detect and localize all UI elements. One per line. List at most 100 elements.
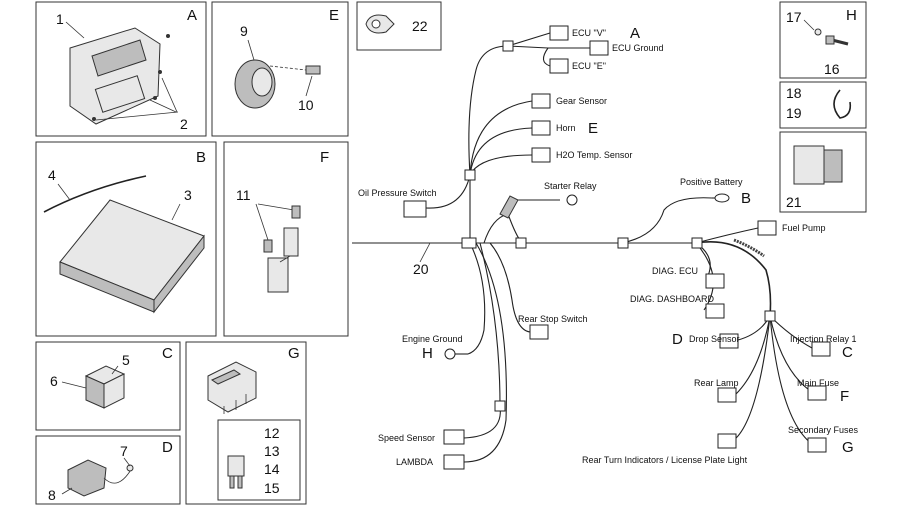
connector-oil-pressure: Oil Pressure Switch — [358, 188, 437, 218]
panel-18-19: 18 19 — [779, 81, 867, 129]
ground-washer-illustration — [365, 14, 395, 34]
svg-text:Rear Stop Switch: Rear Stop Switch — [518, 314, 588, 324]
connector-fuel-pump: Fuel Pump — [757, 220, 826, 236]
connector-lambda: LAMBDA — [396, 454, 465, 470]
callout-17: 17 — [786, 9, 802, 25]
connector-ecu-e: ECU "E" — [549, 58, 606, 74]
callout-16: 16 — [824, 61, 840, 77]
panel-g-letter: G — [288, 345, 300, 362]
harness-wires — [352, 32, 813, 463]
ref-horn: E — [588, 120, 598, 137]
connector-starter-relay: Starter Relay — [499, 181, 597, 219]
svg-text:ECU Ground: ECU Ground — [612, 43, 664, 53]
fuse-box-illustration — [207, 361, 257, 414]
panel-22: 22 — [356, 1, 442, 51]
relay-illustration — [61, 365, 126, 409]
panel-b-letter: B — [196, 149, 206, 166]
svg-text:Fuel Pump: Fuel Pump — [782, 223, 826, 233]
panel-h-letter: H — [846, 7, 857, 24]
svg-text:ECU "E": ECU "E" — [572, 61, 606, 71]
ref-positive-battery: B — [741, 190, 751, 207]
connector-rear-lamp: Rear Lamp — [694, 378, 739, 403]
panel-d: D 7 8 — [35, 435, 181, 505]
horn-illustration — [234, 39, 321, 109]
callout-19: 19 — [786, 105, 802, 121]
ref-ecu: A — [630, 25, 640, 42]
svg-text:Positive Battery: Positive Battery — [680, 177, 743, 187]
connector-rear-turn-indicators: Rear Turn Indicators / License Plate Lig… — [582, 433, 748, 465]
ref-engine-ground: H — [422, 345, 433, 362]
callout-5: 5 — [122, 352, 130, 368]
panel-g: G 12 13 14 15 — [185, 341, 307, 505]
callout-12: 12 — [264, 425, 280, 441]
cover-illustration — [793, 145, 843, 185]
callout-10: 10 — [298, 97, 314, 113]
svg-text:Speed Sensor: Speed Sensor — [378, 433, 435, 443]
callout-20: 20 — [413, 261, 429, 277]
svg-text:DIAG. ECU: DIAG. ECU — [652, 266, 698, 276]
callout-9: 9 — [240, 23, 248, 39]
panel-b: B 4 3 — [35, 141, 217, 337]
callout-2: 2 — [180, 116, 188, 132]
callout-6: 6 — [50, 373, 58, 389]
ref-injection-relay: C — [842, 344, 853, 361]
svg-text:Rear Lamp: Rear Lamp — [694, 378, 739, 388]
panel-c: C 5 6 — [35, 341, 181, 431]
callout-14: 14 — [264, 461, 280, 477]
svg-text:Main Fuse: Main Fuse — [797, 378, 839, 388]
fuse-holder-illustration — [255, 203, 301, 293]
callout-13: 13 — [264, 443, 280, 459]
svg-text:Horn: Horn — [556, 123, 576, 133]
harness-junctions — [461, 40, 776, 412]
connector-main-fuse: Main Fuse — [797, 378, 839, 401]
svg-text:Starter Relay: Starter Relay — [544, 181, 597, 191]
callout-8: 8 — [48, 487, 56, 503]
connector-diag-dashboard: DIAG. DASHBOARD — [630, 294, 725, 319]
svg-text:Engine Ground: Engine Ground — [402, 334, 463, 344]
drop-sensor-illustration — [61, 457, 134, 497]
callout-3: 3 — [184, 187, 192, 203]
screw-illustration — [803, 19, 849, 46]
battery-illustration — [43, 175, 205, 314]
connector-gear-sensor: Gear Sensor — [531, 93, 607, 109]
panel-f: F 11 — [223, 141, 349, 337]
ecu-unit-illustration — [65, 21, 179, 125]
callout-22: 22 — [412, 18, 428, 34]
connector-diag-ecu: DIAG. ECU — [652, 266, 725, 289]
callout-11: 11 — [236, 187, 251, 203]
callout-15: 15 — [264, 480, 280, 496]
connector-rear-stop-switch: Rear Stop Switch — [518, 314, 588, 340]
panel-e-letter: E — [329, 7, 339, 24]
ref-secondary-fuses: G — [842, 439, 854, 456]
svg-text:LAMBDA: LAMBDA — [396, 457, 433, 467]
callout-18: 18 — [786, 85, 802, 101]
connector-positive-battery: Positive Battery — [680, 177, 743, 203]
connector-ecu-ground: ECU Ground — [548, 40, 664, 56]
svg-text:Gear Sensor: Gear Sensor — [556, 96, 607, 106]
panel-a-letter: A — [187, 7, 197, 24]
connector-speed-sensor: Speed Sensor — [378, 429, 465, 445]
svg-text:ECU "V": ECU "V" — [572, 28, 606, 38]
connector-h2o-temp: H2O Temp. Sensor — [531, 147, 632, 163]
clamp-illustration — [833, 89, 852, 119]
callout-4: 4 — [48, 167, 56, 183]
panel-e: E 9 10 — [211, 1, 349, 137]
connector-ecu-v: ECU "V" — [549, 25, 606, 41]
callout-1: 1 — [56, 11, 64, 27]
panel-a: A 1 2 — [35, 1, 207, 137]
ref-main-fuse: F — [840, 388, 849, 405]
svg-text:H2O Temp. Sensor: H2O Temp. Sensor — [556, 150, 632, 160]
svg-text:Rear Turn Indicators / License: Rear Turn Indicators / License Plate Lig… — [582, 455, 748, 465]
panel-c-letter: C — [162, 345, 173, 362]
panel-f-letter: F — [320, 149, 329, 166]
panel-d-letter: D — [162, 439, 173, 456]
svg-text:Secondary Fuses: Secondary Fuses — [788, 425, 859, 435]
ref-drop-sensor: D — [672, 331, 683, 348]
svg-text:Drop Sensor: Drop Sensor — [689, 334, 740, 344]
connector-secondary-fuses: Secondary Fuses — [788, 425, 859, 453]
callout-21: 21 — [786, 194, 802, 210]
svg-text:Oil Pressure Switch: Oil Pressure Switch — [358, 188, 437, 198]
panel-h: H 17 16 — [779, 1, 867, 79]
connector-horn: Horn — [531, 120, 576, 136]
